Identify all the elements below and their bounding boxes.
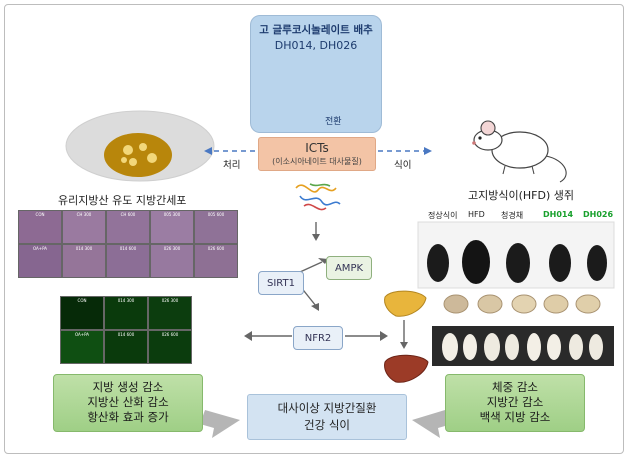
- fluor-caption: OA+PA: [74, 332, 90, 337]
- mouse-result-item: 지방간 감소: [486, 395, 544, 409]
- group-label-normal: 정상식이: [428, 211, 458, 220]
- right-big-arrow: [412, 410, 452, 438]
- ampk-node: AMPK: [326, 256, 372, 280]
- left-big-arrow: [200, 410, 240, 438]
- mouse-photo-panel: [417, 221, 615, 289]
- group-label-cheonggyeongchae: 청경채: [501, 211, 524, 220]
- micro-caption: 014 600: [119, 246, 137, 251]
- micro-caption: CH 600: [120, 212, 136, 217]
- fluor-caption: 014 600: [117, 332, 135, 337]
- micro-caption: 026 300: [163, 246, 181, 251]
- right-panel-title: 고지방식이(HFD) 생쥐: [468, 189, 574, 202]
- white-fat-photo-row: [432, 326, 614, 366]
- nfr2-node: NFR2: [293, 326, 343, 350]
- micro-caption: 005 600: [207, 212, 225, 217]
- ict-molecule: [295, 183, 341, 211]
- mouse-icon: [472, 120, 567, 183]
- sirt1-node: SIRT1: [258, 271, 304, 295]
- micro-caption: 005 300: [163, 212, 181, 217]
- figure-frame: [4, 4, 624, 454]
- cabbage-lines: DH014, DH026: [274, 39, 358, 52]
- micro-caption: OA+PA: [32, 246, 48, 251]
- group-label-dh026: DH026: [583, 210, 614, 219]
- micro-caption: CON: [35, 212, 45, 217]
- conclusion-line: 건강 식이: [304, 418, 350, 432]
- conversion-label: 전환: [325, 117, 342, 127]
- ict-title: ICTs: [305, 141, 329, 155]
- mouse-result-item: 백색 지방 감소: [479, 410, 551, 424]
- fluor-caption: 026 600: [161, 332, 179, 337]
- cell-result-item: 항산화 효과 증가: [87, 410, 169, 424]
- cell-body: [104, 133, 172, 177]
- source-cabbage-box: 고 글루코시놀레이트 배추 DH014, DH026: [250, 15, 382, 133]
- fluor-caption: 014 300: [117, 298, 135, 303]
- fluor-caption: CON: [77, 298, 87, 303]
- ict-subtitle: (이소시아네이트 대사물질): [272, 157, 362, 166]
- mouse-results-box: 체중 감소 지방간 감소 백색 지방 감소: [445, 374, 585, 432]
- treatment-label: 처리: [223, 160, 241, 171]
- cell-result-item: 지방산 산화 감소: [87, 395, 169, 409]
- micro-caption: 026 600: [207, 246, 225, 251]
- healthy-liver-icon: [384, 290, 427, 317]
- cabbage-title: 고 글루코시놀레이트 배추: [259, 24, 373, 36]
- micro-caption: CH 300: [76, 212, 92, 217]
- liver-photo-row: [443, 294, 601, 314]
- ict-box: ICTs (이소시아네이트 대사물질): [258, 137, 376, 171]
- mouse-result-item: 체중 감소: [492, 380, 538, 394]
- group-label-hfd: HFD: [468, 210, 485, 219]
- conclusion-line: 대사이상 지방간질환: [277, 401, 377, 415]
- fluor-caption: 026 300: [161, 298, 179, 303]
- conclusion-box: 대사이상 지방간질환 건강 식이: [247, 394, 407, 440]
- micro-caption: 014 300: [75, 246, 93, 251]
- group-label-dh014: DH014: [543, 210, 574, 219]
- diet-label: 식이: [394, 160, 412, 171]
- left-panel-title: 유리지방산 유도 지방간세포: [58, 194, 187, 207]
- cell-result-item: 지방 생성 감소: [92, 380, 164, 394]
- fatty-liver-icon: [384, 354, 429, 383]
- cell-results-box: 지방 생성 감소 지방산 산화 감소 항산화 효과 증가: [53, 374, 203, 432]
